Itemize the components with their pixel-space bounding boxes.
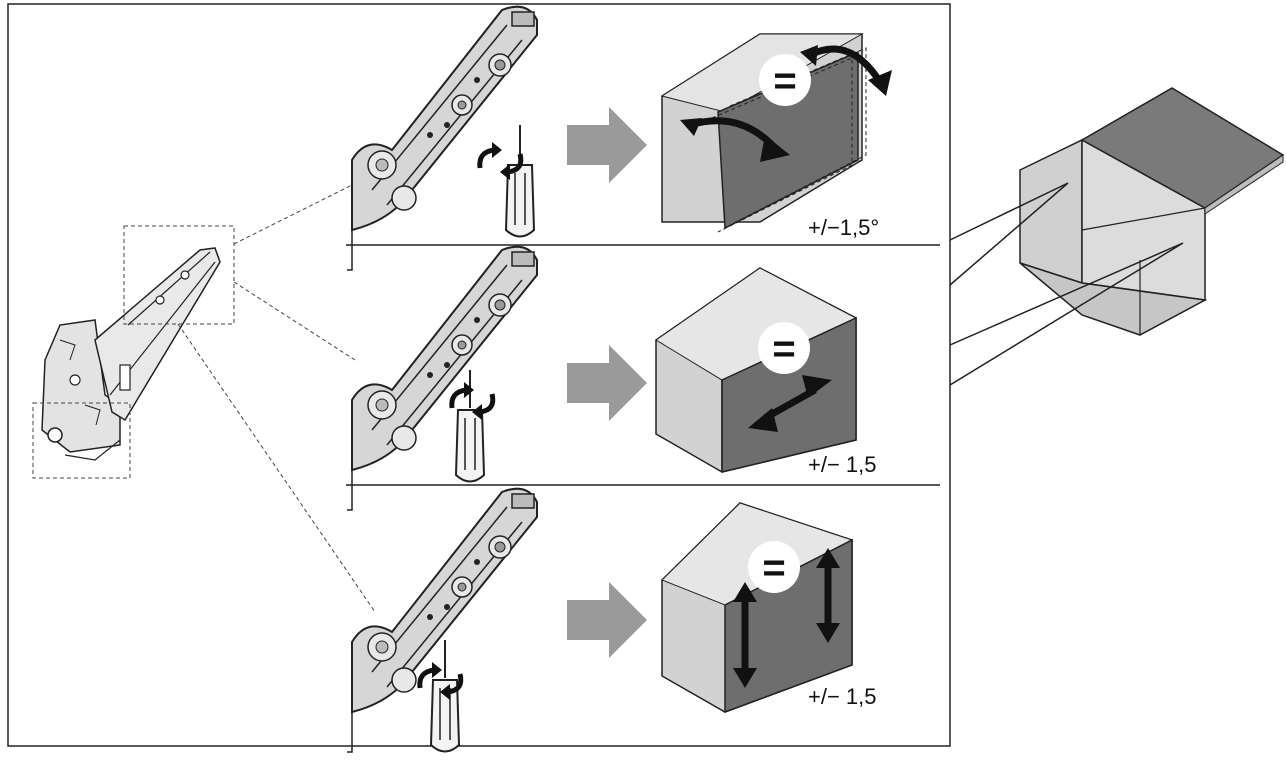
callout-lines (177, 184, 376, 613)
lift-mechanism-overview (41, 247, 221, 461)
cabinet-callout-lines (949, 182, 1184, 386)
row-tilt: = +/−1,5° (346, 5, 892, 272)
screwdriver-icon (505, 124, 535, 238)
detail-box-bottom (32, 402, 131, 479)
right-arrow-icon (567, 582, 647, 658)
hinge-arm-detail (346, 245, 538, 511)
equal-symbol: = (773, 59, 796, 103)
screwdriver-icon (455, 369, 485, 483)
cabinet-illustration (1019, 87, 1285, 336)
equal-symbol: = (772, 327, 795, 371)
main-frame (7, 3, 951, 747)
tolerance-label-tilt: +/−1,5° (808, 215, 879, 240)
tolerance-label-vertical: +/− 1,5 (808, 684, 877, 709)
row-vertical: = +/− 1,5 (346, 487, 877, 753)
right-arrow-icon (567, 345, 647, 421)
flap-box-tilt: = (660, 33, 892, 233)
tolerance-label-lateral: +/− 1,5 (808, 452, 877, 477)
equal-symbol: = (762, 546, 785, 590)
detail-box-top (123, 225, 235, 325)
flap-box-lateral: = (655, 267, 858, 473)
row-lateral: = +/− 1,5 (346, 245, 877, 511)
right-arrow-icon (567, 107, 647, 183)
flap-box-vertical: = (661, 502, 854, 714)
